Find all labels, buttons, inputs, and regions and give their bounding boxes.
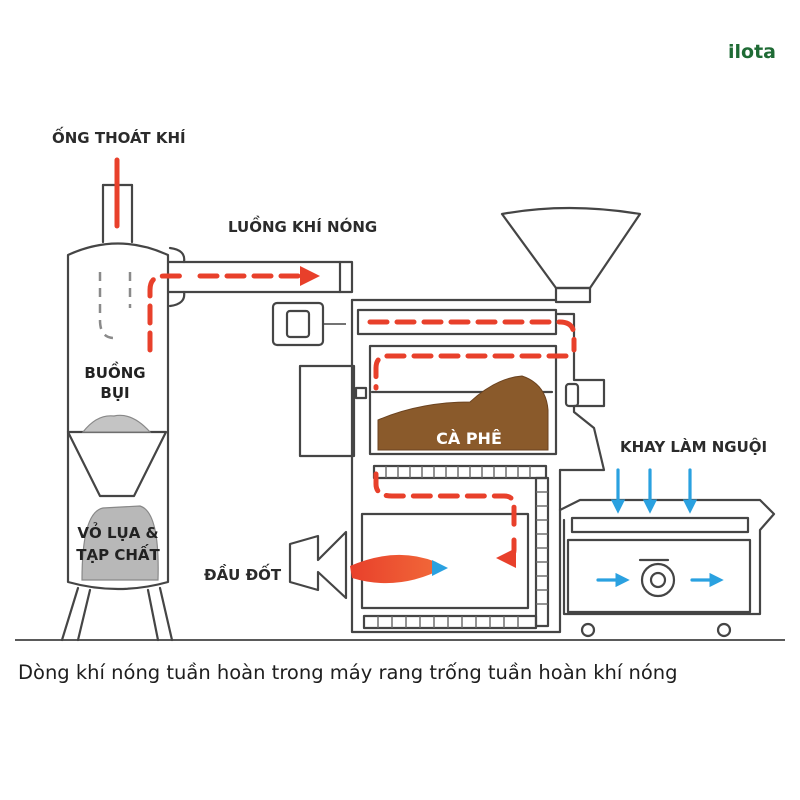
dust-chamber	[60, 183, 174, 642]
cooling-tray-pan	[570, 516, 750, 534]
cool-air-flow	[596, 468, 724, 588]
cooling-tray-body	[558, 498, 776, 616]
bean-hopper	[500, 206, 642, 290]
label-cooling-tray: KHAY LÀM NGUỘI	[620, 436, 767, 456]
roaster-body	[288, 206, 642, 634]
exhaust-fan	[271, 301, 346, 347]
inner-dust-pipe	[98, 272, 132, 340]
dust-pile	[81, 414, 152, 433]
duct-pipe	[166, 260, 342, 294]
front-plate	[554, 312, 606, 472]
label-burner: ĐẦU ĐỐT	[204, 563, 282, 584]
label-chaff-line1: VỎ LỤA &	[77, 521, 158, 542]
sieve-holes	[385, 466, 531, 478]
side-cabinet	[298, 364, 356, 458]
burner-flame	[350, 554, 444, 584]
roaster-frame	[350, 298, 562, 634]
label-exhaust-pipe: ỐNG THOÁT KHÍ	[52, 126, 186, 147]
coffee-beans	[377, 375, 549, 451]
cooling-fan	[640, 562, 676, 598]
burner-nozzle	[288, 530, 348, 600]
label-hot-air-flow: LUỒNG KHÍ NÓNG	[228, 214, 377, 236]
label-coffee: CÀ PHÊ	[436, 429, 502, 448]
label-dust-chamber-line2: BỤI	[100, 384, 129, 402]
perforated-sieve	[372, 464, 548, 480]
brand-logo: ilota	[728, 41, 776, 63]
chamber-leg-left	[60, 586, 92, 642]
label-dust-chamber-line1: BUỒNG	[84, 360, 145, 382]
label-chaff-line2: TẠP CHẤT	[76, 543, 160, 564]
exhaust-pipe	[101, 183, 134, 244]
cooling-tray	[558, 498, 776, 638]
diagram-caption: Dòng khí nóng tuần hoàn trong máy rang t…	[18, 661, 678, 684]
hot-air-flow	[114, 157, 577, 568]
chaff-pile	[81, 505, 159, 581]
dust-chamber-body	[66, 242, 170, 591]
roasting-drum	[368, 344, 558, 456]
dust-funnel	[66, 430, 168, 498]
hot-air-duct	[166, 246, 354, 308]
top-air-channel	[356, 308, 558, 336]
combustion-chamber	[360, 512, 530, 610]
chamber-leg-right	[146, 586, 174, 642]
